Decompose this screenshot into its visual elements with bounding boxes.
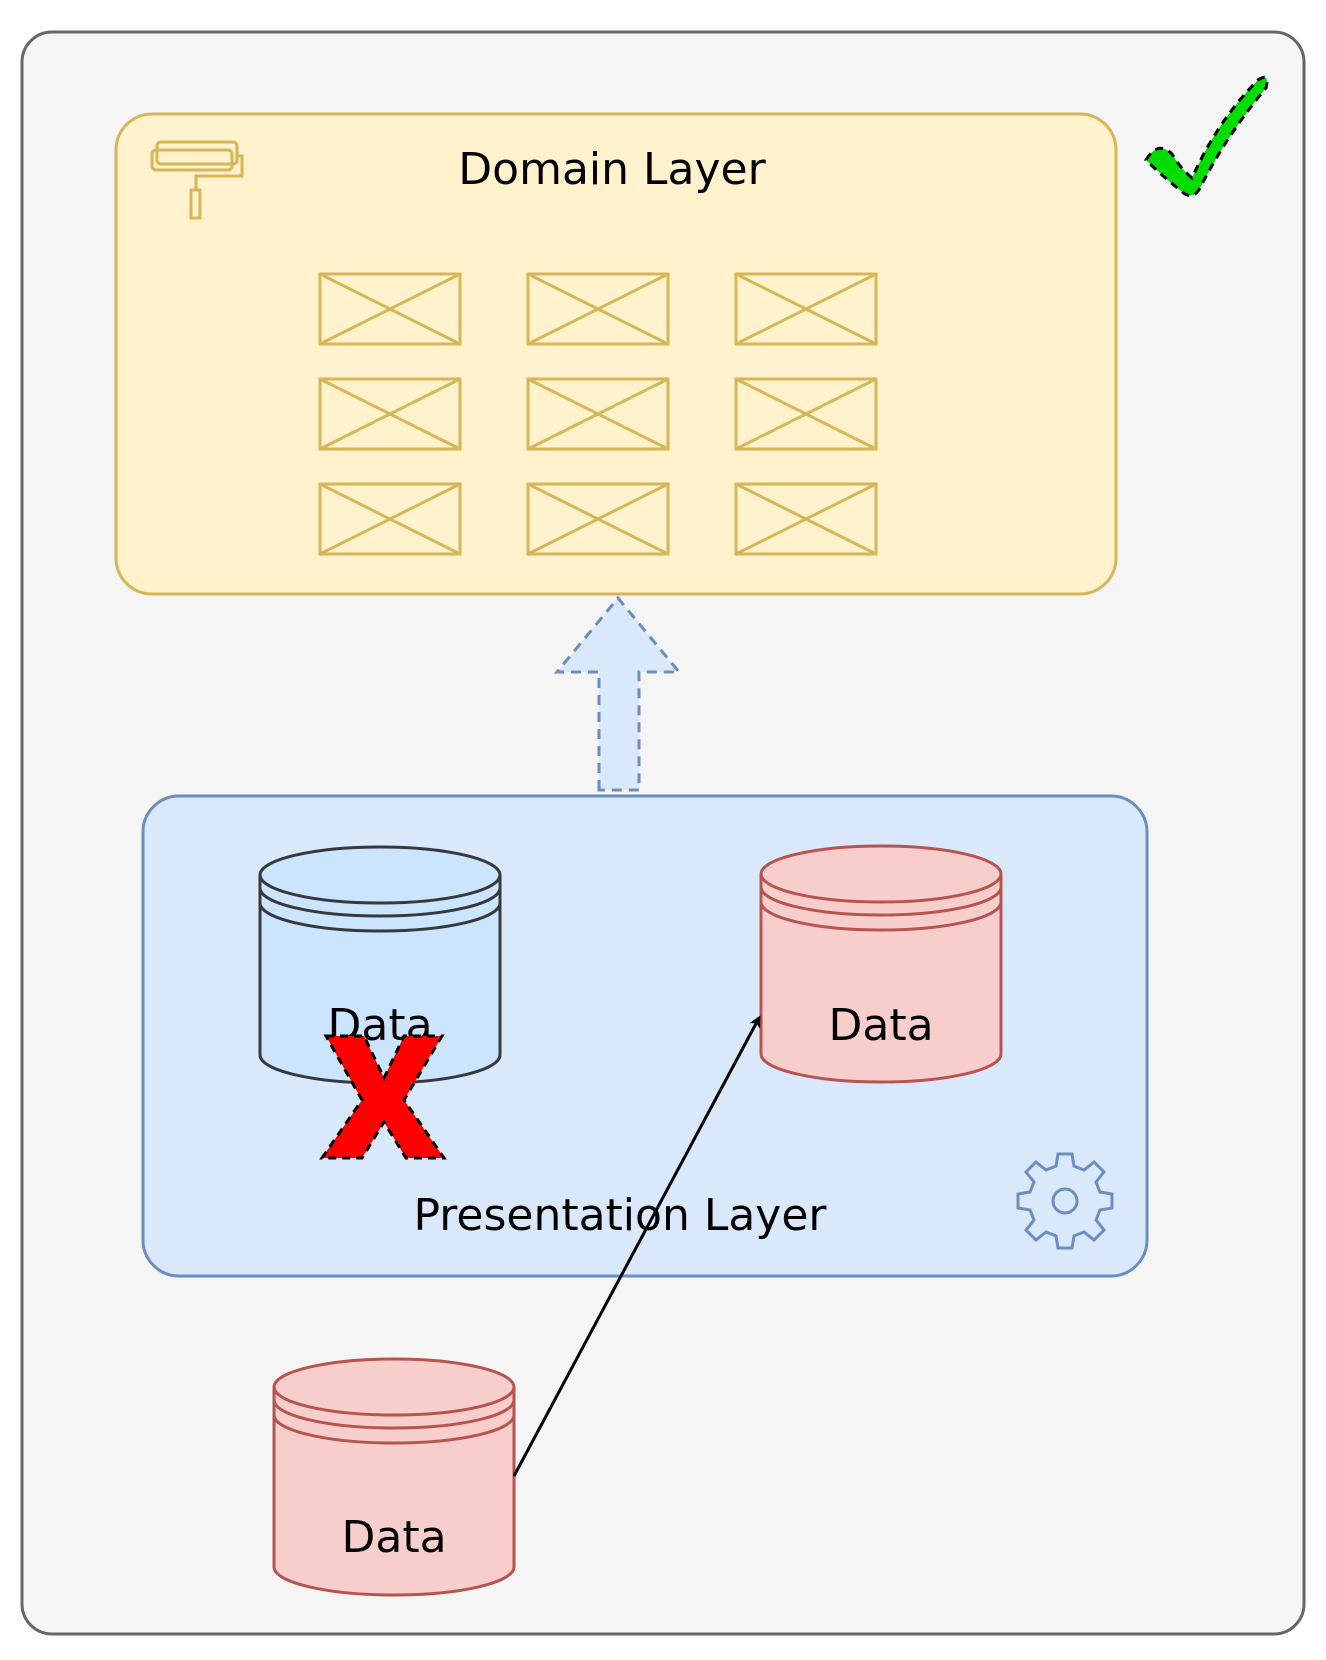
database-cylinder-red-top[interactable]: Data: [759, 844, 1003, 1084]
image-placeholder: [526, 272, 670, 346]
database-label: Data: [828, 1000, 933, 1051]
presentation-layer-title: Presentation Layer: [414, 1190, 828, 1241]
image-placeholder: [526, 482, 670, 556]
up-arrow: [553, 595, 683, 792]
image-placeholder: [318, 377, 462, 451]
database-label: Data: [341, 1512, 446, 1563]
image-placeholder: [734, 377, 878, 451]
cross-mark-icon: [319, 1034, 447, 1160]
domain-layer-box[interactable]: [114, 112, 1118, 596]
image-placeholder: [526, 377, 670, 451]
domain-layer-title: Domain Layer: [458, 144, 766, 195]
image-placeholder: [318, 272, 462, 346]
image-placeholder: [318, 482, 462, 556]
image-placeholder: [734, 272, 878, 346]
check-mark-icon: [1144, 75, 1269, 197]
placeholder-grid: [318, 272, 878, 556]
database-cylinder-red-bottom[interactable]: Data: [272, 1357, 516, 1597]
gear-icon: [1016, 1152, 1114, 1250]
paint-roller-icon: [150, 140, 244, 220]
image-placeholder: [734, 482, 878, 556]
domain-layer[interactable]: Domain Layer: [114, 112, 1118, 596]
connector-arrow[interactable]: [512, 1015, 761, 1477]
database-cylinder-blue[interactable]: Data: [258, 845, 502, 1085]
